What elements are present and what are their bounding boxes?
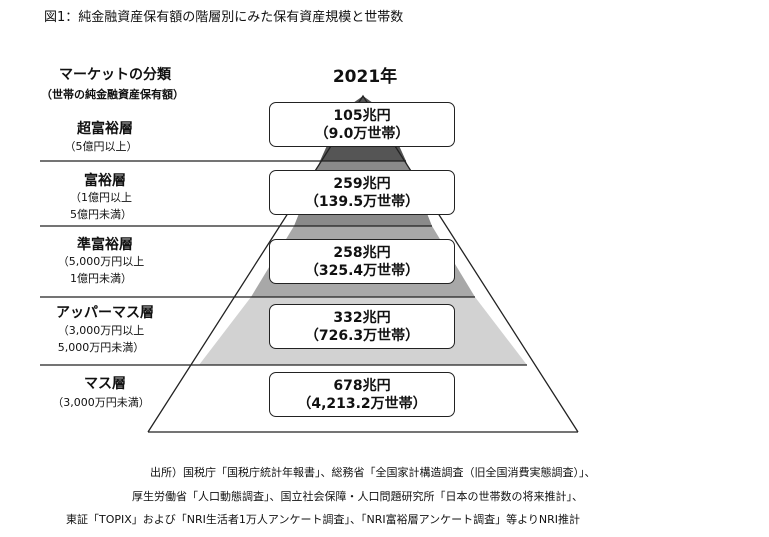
households-value: （325.4万世帯） (304, 262, 420, 279)
assets-value: 678兆円 (333, 377, 391, 394)
level-name-upper-mass: アッパーマス層 (56, 305, 154, 321)
level-range-ultra-wealthy: （5億円以上） (64, 140, 138, 153)
households-value: （4,213.2万世帯） (297, 395, 427, 412)
category-subheader: （世帯の純金融資産保有額） (41, 88, 184, 101)
level-range-wealthy-line2: 5億円未満） (70, 208, 132, 221)
source-line-1: 出所）国税庁「国税庁統計年報書」、総務省「全国家計構造調査（旧全国消費実態調査）… (150, 466, 596, 479)
source-line-2: 厚生労働省「人口動態調査」、国立社会保障・人口問題研究所「日本の世帯数の将来推計… (132, 490, 583, 503)
assets-value: 259兆円 (333, 175, 391, 192)
level-name-mass: マス層 (84, 376, 126, 392)
level-range-mass: （3,000万円未満） (52, 396, 150, 409)
level-range-semi-wealthy-line1: （5,000万円以上 (57, 255, 145, 268)
level-range-upper-mass-line2: 5,000万円未満） (57, 341, 145, 354)
assets-value: 258兆円 (333, 244, 391, 261)
assets-value: 105兆円 (333, 107, 391, 124)
level-range-upper-mass-line1: （3,000万円以上 (57, 324, 145, 337)
level-range-semi-wealthy-line2: 1億円未満） (70, 272, 132, 285)
value-box-semi-wealthy: 258兆円 （325.4万世帯） (269, 239, 455, 284)
level-name-semi-wealthy: 準富裕層 (77, 237, 133, 253)
level-name-ultra-wealthy: 超富裕層 (77, 121, 133, 137)
category-header: マーケットの分類 (59, 67, 171, 83)
pyramid-outline (147, 94, 579, 433)
level-range-wealthy-line1: （1億円以上 (70, 191, 132, 204)
year-label: 2021年 (332, 67, 398, 87)
level-name-wealthy: 富裕層 (84, 173, 126, 189)
source-line-3: 東証「TOPIX」および「NRI生活者1万人アンケート調査」、「NRI富裕層アン… (66, 513, 581, 526)
figure-title: 図1：純金融資産保有額の階層別にみた保有資産規模と世帯数 (44, 10, 404, 25)
households-value: （9.0万世帯） (314, 125, 410, 142)
assets-value: 332兆円 (333, 309, 391, 326)
value-box-ultra-wealthy: 105兆円 （9.0万世帯） (269, 102, 455, 147)
households-value: （726.3万世帯） (304, 327, 420, 344)
value-box-mass: 678兆円 （4,213.2万世帯） (269, 372, 455, 417)
value-box-wealthy: 259兆円 （139.5万世帯） (269, 170, 455, 215)
households-value: （139.5万世帯） (304, 193, 420, 210)
value-box-upper-mass: 332兆円 （726.3万世帯） (269, 304, 455, 349)
